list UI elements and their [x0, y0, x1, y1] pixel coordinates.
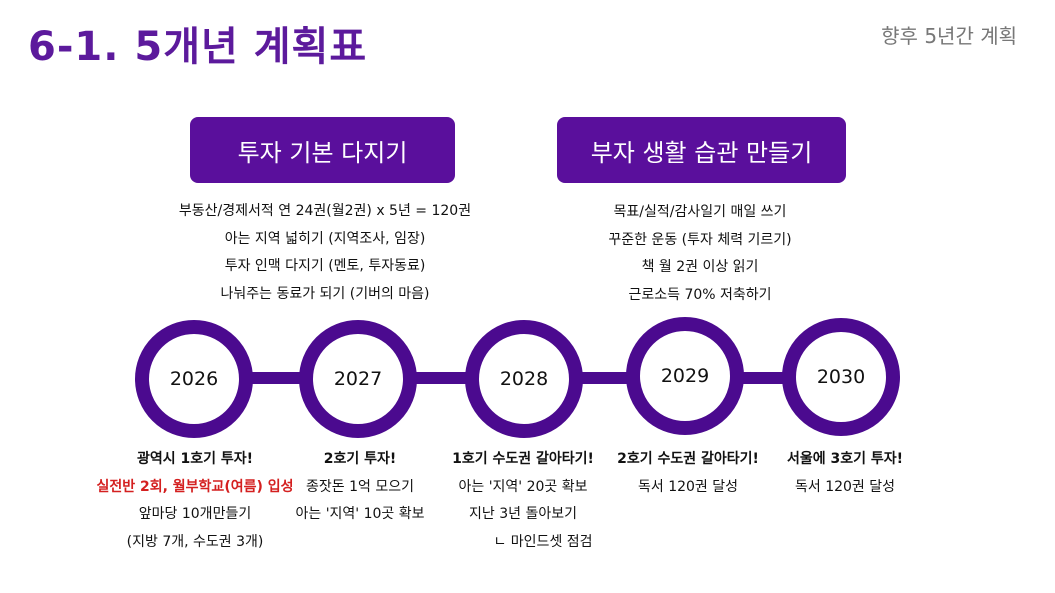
year-node-2030: 2030 [782, 318, 900, 436]
list-item: 아는 '지역' 10곳 확보 [295, 506, 425, 522]
plan-headline: 2호기 수도권 갈아타기! [617, 451, 759, 467]
year-plan-2029: 2호기 수도권 갈아타기! 독서 120권 달성 [568, 446, 808, 501]
list-item: 책 월 2권 이상 읽기 [641, 259, 759, 275]
list-item: 근로소득 70% 저축하기 [628, 286, 772, 303]
page-subtitle: 향후 5년간 계획 [881, 24, 1017, 48]
list-item: ㄴ 마인드셋 점검 [493, 533, 593, 550]
theme-box-investment-basics: 투자 기본 다지기 [190, 117, 455, 183]
year-plan-2030: 서울에 3호기 투자! 독서 120권 달성 [725, 446, 965, 501]
list-item: 아는 지역 넓히기 (지역조사, 임장) [224, 230, 426, 247]
year-node-2029: 2029 [626, 317, 744, 435]
plan-headline: 1호기 수도권 갈아타기! [452, 451, 594, 467]
plan-headline: 서울에 3호기 투자! [786, 451, 904, 467]
list-item: 투자 인맥 다지기 (멘토, 투자동료) [224, 258, 426, 274]
list-item: 지난 3년 돌아보기 [469, 506, 577, 522]
theme-box-rich-habits: 부자 생활 습관 만들기 [557, 117, 846, 183]
list-item: 독서 120권 달성 [637, 478, 739, 495]
theme-list-rich-habits: 목표/실적/감사일기 매일 쓰기 꾸준한 운동 (투자 체력 기르기) 책 월 … [540, 199, 860, 309]
year-node-2028: 2028 [465, 320, 583, 438]
plan-highlight: 실전반 2회, 월부학교(여름) 입성 [96, 478, 294, 495]
list-item: 아는 '지역' 20곳 확보 [458, 478, 588, 495]
year-node-2027: 2027 [299, 320, 417, 438]
year-plan-2027: 2호기 투자! 종잣돈 1억 모으기 아는 '지역' 10곳 확보 [240, 446, 480, 529]
list-item: 나눠주는 동료가 되기 (기버의 마음) [220, 285, 430, 302]
year-plan-2026: 광역시 1호기 투자! 실전반 2회, 월부학교(여름) 입성 앞마당 10개만… [75, 446, 315, 556]
list-item: 독서 120권 달성 [794, 478, 896, 495]
plan-headline: 2호기 투자! [323, 451, 397, 467]
list-item: 앞마당 10개만들기 [138, 506, 252, 522]
list-item: 목표/실적/감사일기 매일 쓰기 [613, 204, 787, 220]
year-node-2026: 2026 [135, 320, 253, 438]
page-title: 6-1. 5개년 계획표 [28, 24, 368, 70]
list-item: 부동산/경제서적 연 24권(월2권) x 5년 = 120권 [178, 203, 472, 219]
list-item: 종잣돈 1억 모으기 [306, 478, 414, 495]
list-item: 꾸준한 운동 (투자 체력 기르기) [608, 231, 792, 248]
plan-headline: 광역시 1호기 투자! [136, 451, 254, 467]
year-plan-2028: 1호기 수도권 갈아타기! 아는 '지역' 20곳 확보 지난 3년 돌아보기 … [403, 446, 643, 556]
theme-list-investment-basics: 부동산/경제서적 연 24권(월2권) x 5년 = 120권 아는 지역 넓히… [125, 198, 525, 308]
list-item: (지방 7개, 수도권 3개) [126, 533, 264, 550]
